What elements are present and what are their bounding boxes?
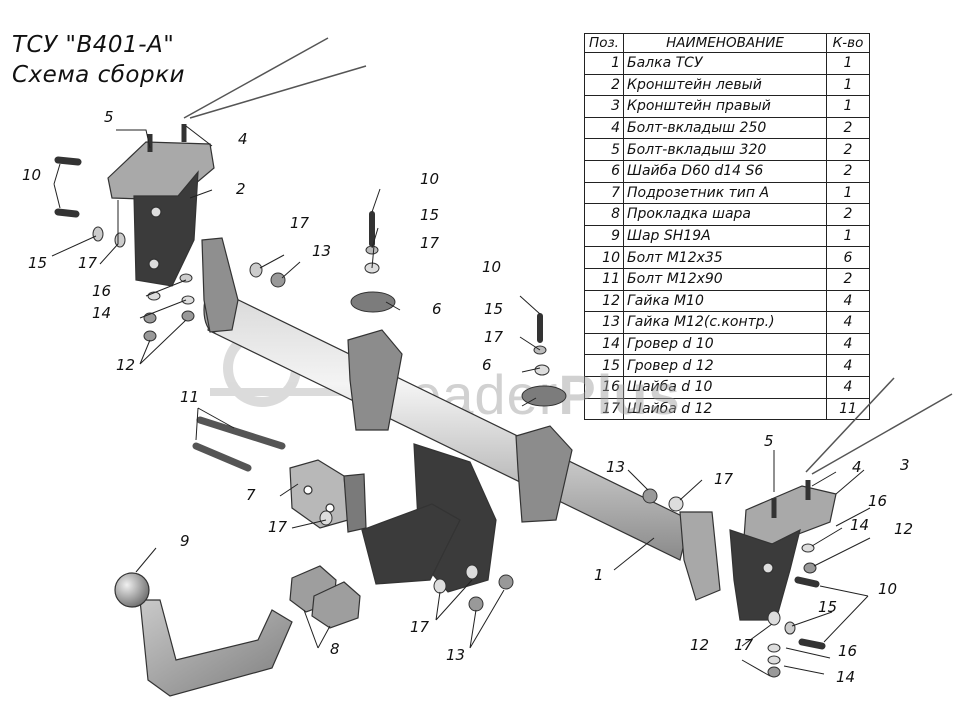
callout-16: 16	[838, 642, 857, 660]
part-name: Болт-вкладыш 320	[623, 138, 827, 161]
socket-plate-part-7	[289, 459, 367, 533]
part-quantity: 6	[826, 246, 870, 269]
part-quantity: 2	[826, 138, 870, 161]
part-name: Шайба d 10	[623, 375, 827, 399]
callout-15: 15	[484, 300, 503, 318]
beam-part-1	[201, 237, 721, 601]
callout-3: 3	[900, 456, 910, 474]
callout-12: 12	[116, 356, 135, 374]
part-name: Шар SH19A	[623, 224, 827, 248]
part-position: 5	[584, 138, 624, 161]
callout-15: 15	[28, 254, 47, 272]
callout-1: 1	[594, 566, 604, 584]
callout-17: 17	[734, 636, 754, 654]
part-position: 7	[584, 181, 624, 205]
callout-14: 14	[850, 516, 869, 534]
watermark-brand-plus: Plus	[558, 363, 681, 426]
part-position: 11	[584, 267, 624, 291]
callout-10: 10	[482, 258, 501, 276]
callout-10: 10	[420, 170, 439, 188]
callout-17: 17	[420, 234, 440, 252]
part-quantity: 1	[826, 181, 870, 205]
callout-11: 11	[180, 388, 199, 406]
callout-17: 17	[484, 328, 504, 346]
callout-4: 4	[238, 130, 248, 148]
callout-17: 17	[268, 518, 288, 536]
ball-part-9	[114, 572, 293, 697]
callout-13: 13	[446, 646, 465, 664]
part-quantity: 11	[826, 397, 870, 421]
callout-10: 10	[22, 166, 41, 184]
leader-lines	[51, 125, 871, 677]
callout-13: 13	[312, 242, 331, 260]
part-name: Болт-вкладыш 250	[623, 116, 827, 140]
parts-table-header: Поз. НАИМЕНОВАНИЕ К-во	[584, 33, 870, 53]
callout-17: 17	[714, 470, 734, 488]
part-quantity: 2	[826, 159, 870, 183]
callouts: 1 2 3 4 4 5 5 6 6 7 8 9 10 10 10 10 11 1…	[22, 108, 913, 686]
callout-2: 2	[236, 180, 246, 198]
callout-12: 12	[690, 636, 709, 654]
title-line-1: ТСУ "В401-А"	[12, 32, 175, 58]
callout-17: 17	[290, 214, 310, 232]
callout-6: 6	[432, 300, 442, 318]
part-name: Шайба d 12	[623, 397, 827, 421]
part-quantity: 2	[826, 116, 870, 140]
callout-9: 9	[180, 532, 190, 550]
part-name: Болт М12х90	[623, 267, 827, 291]
part-position: 8	[584, 203, 624, 226]
callout-15: 15	[818, 598, 837, 616]
callout-7: 7	[246, 486, 256, 504]
part-name: Болт М12х35	[623, 246, 827, 269]
callout-14: 14	[836, 668, 855, 686]
right-bracket-part-3	[729, 485, 837, 621]
part-name: Подрозетник тип А	[623, 181, 827, 205]
part-position: 17	[584, 397, 624, 421]
callout-5: 5	[104, 108, 114, 126]
spacers-part-8	[289, 565, 361, 629]
drawing-title: ТСУ "В401-А" Схема сборки	[12, 30, 185, 90]
callout-10: 10	[878, 580, 897, 598]
callout-8: 8	[330, 640, 340, 658]
callout-4: 4	[852, 458, 862, 476]
callout-16: 16	[92, 282, 111, 300]
callout-12: 12	[894, 520, 913, 538]
title-line-2: Схема сборки	[12, 62, 185, 88]
part-position: 9	[584, 224, 624, 248]
header-pos: Поз.	[584, 33, 624, 53]
hardware	[54, 37, 953, 678]
part-quantity: 1	[826, 224, 870, 248]
part-name: Шайба D60 d14 S6	[623, 159, 827, 183]
left-bracket-part-2	[107, 141, 215, 287]
callout-5: 5	[764, 432, 774, 450]
callout-6: 6	[482, 356, 492, 374]
callout-14: 14	[92, 304, 111, 322]
callout-17: 17	[410, 618, 430, 636]
part-quantity: 4	[826, 332, 870, 356]
callout-17: 17	[78, 254, 98, 272]
part-quantity: 2	[826, 203, 870, 226]
callout-13: 13	[606, 458, 625, 476]
header-qty: К-во	[826, 33, 870, 53]
part-name: Кронштейн левый	[623, 73, 827, 97]
callout-15: 15	[420, 206, 439, 224]
callout-16: 16	[868, 492, 887, 510]
